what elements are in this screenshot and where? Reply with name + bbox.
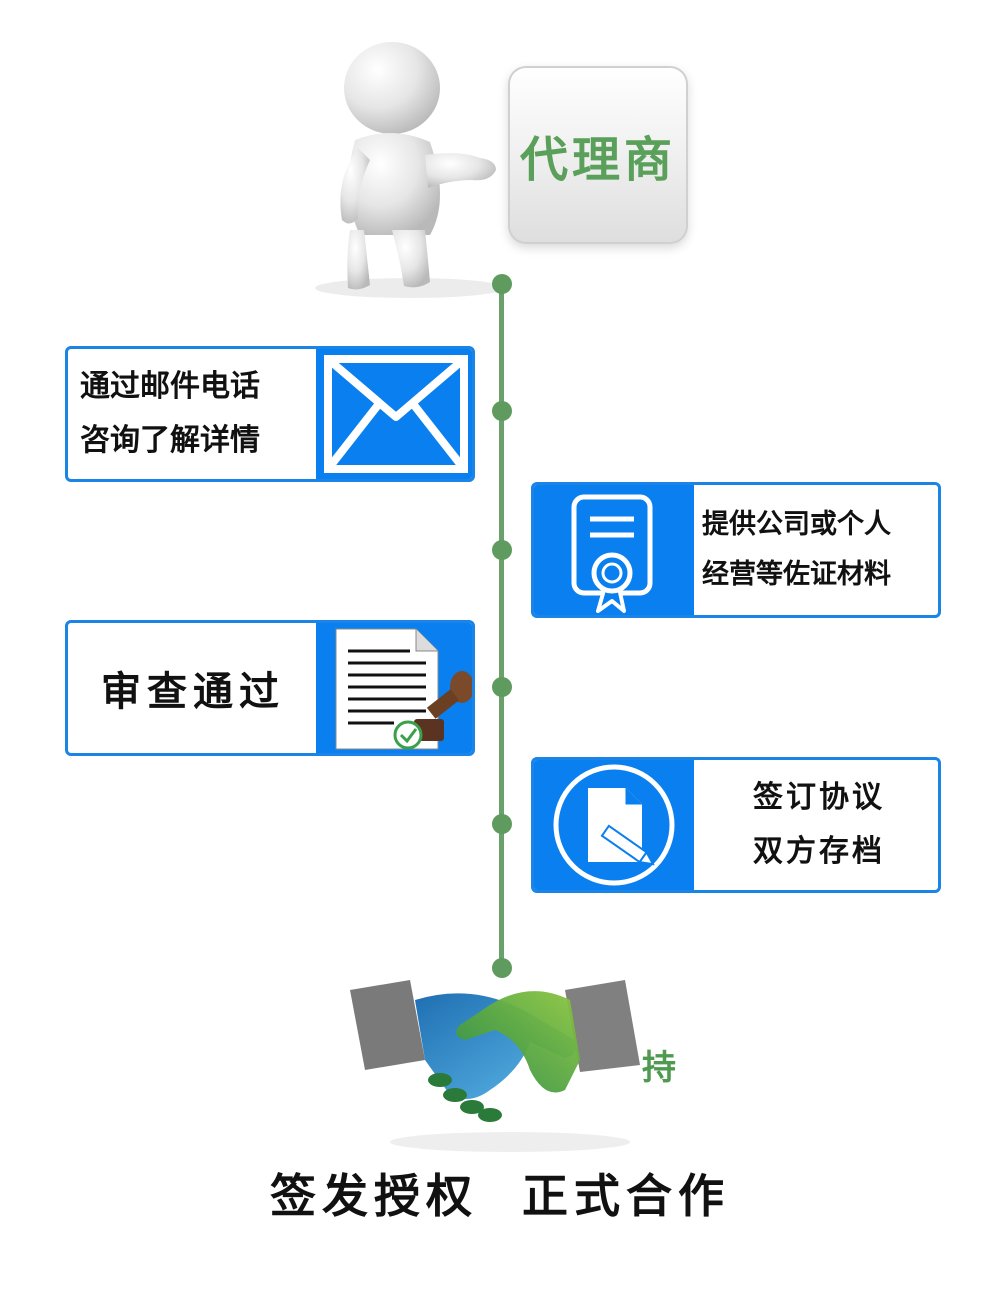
approved-document-icon	[335, 628, 472, 750]
timeline-node	[492, 958, 512, 978]
card-icon-panel	[316, 623, 472, 753]
card-icon-panel	[534, 485, 694, 615]
agent-sign: 代理商	[508, 66, 688, 244]
side-character: 持	[642, 1048, 676, 1088]
card-icon-panel	[316, 349, 472, 479]
step-card-approval: 审查通过	[65, 620, 475, 756]
footer-title: 签发授权 正式合作	[269, 1169, 731, 1223]
step-text: 提供公司或个人 经营等佐证材料	[702, 485, 938, 615]
timeline-node	[492, 274, 512, 294]
timeline-node	[492, 540, 512, 560]
step-line: 经营等佐证材料	[702, 559, 891, 590]
certificate-icon	[571, 494, 653, 613]
mail-icon	[324, 355, 468, 473]
step-text: 签订协议 双方存档	[694, 760, 938, 890]
step-card-documents: 提供公司或个人 经营等佐证材料	[531, 482, 941, 618]
presenter-figure-icon	[315, 42, 505, 298]
timeline-node	[492, 677, 512, 697]
timeline-node	[492, 401, 512, 421]
sign-document-icon	[553, 764, 675, 886]
handshake-icon	[350, 980, 640, 1152]
card-icon-panel	[534, 760, 694, 890]
step-line: 审查通过	[101, 669, 285, 715]
timeline-line	[499, 283, 504, 969]
timeline-node	[492, 814, 512, 834]
step-line: 通过邮件电话	[80, 369, 260, 404]
step-card-agreement: 签订协议 双方存档	[531, 757, 941, 893]
step-line: 提供公司或个人	[702, 509, 891, 540]
step-text: 通过邮件电话 咨询了解详情	[80, 349, 315, 479]
step-line: 签订协议	[753, 780, 885, 815]
step-text: 审查通过	[68, 623, 318, 753]
step-line: 双方存档	[753, 834, 885, 869]
role-label: 代理商	[519, 132, 676, 188]
step-card-inquiry: 通过邮件电话 咨询了解详情	[65, 346, 475, 482]
step-line: 咨询了解详情	[80, 423, 260, 458]
